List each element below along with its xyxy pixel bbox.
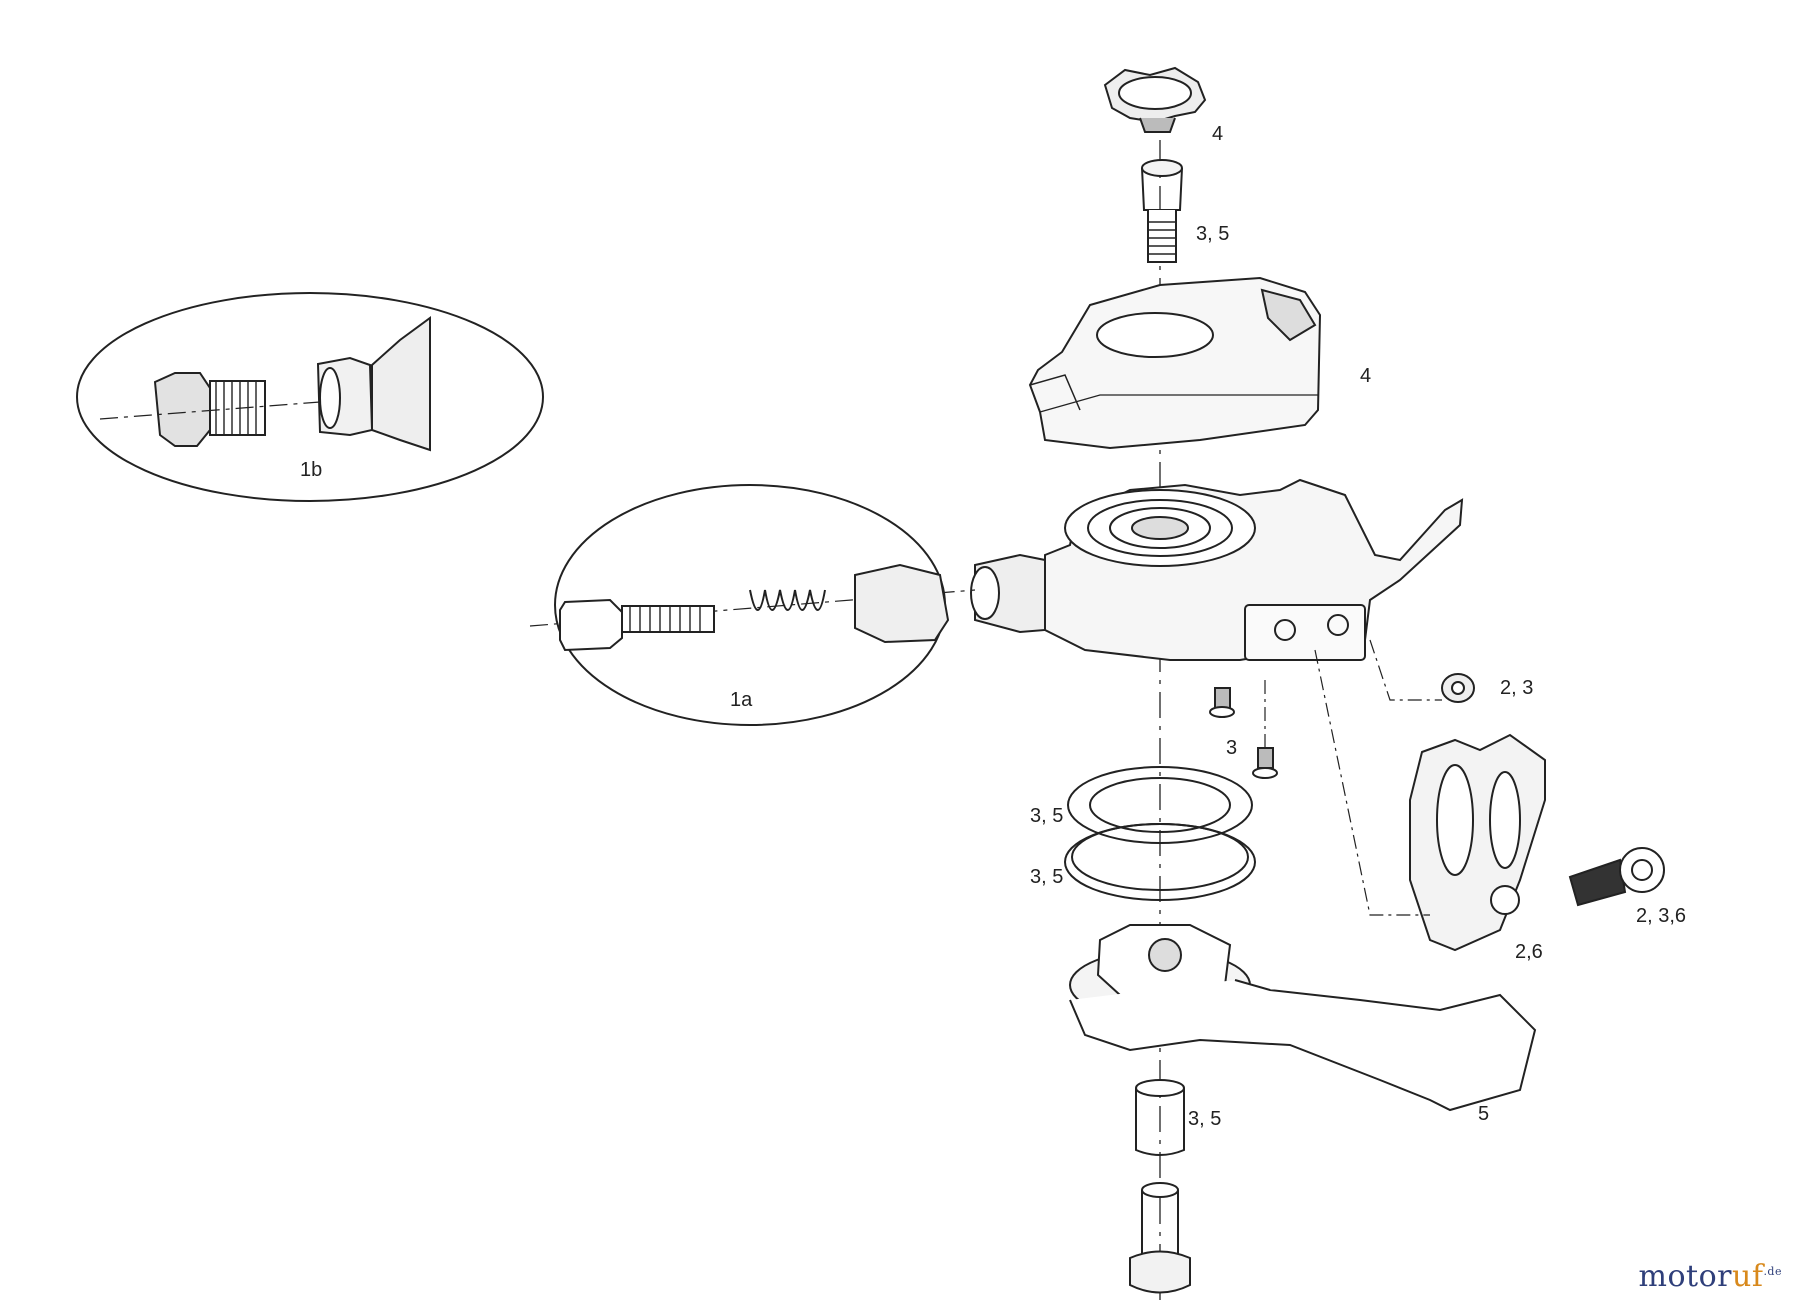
callout-knob: 4 [1212, 123, 1223, 145]
watermark-suffix: .de [1763, 1265, 1782, 1278]
callout-washer-upper: 3, 5 [1030, 805, 1063, 827]
small-nut [1441, 673, 1475, 703]
small-screw-b [1252, 747, 1278, 779]
shift-lever [1069, 924, 1537, 1112]
callout-nut: 2, 3 [1500, 677, 1533, 699]
callout-lever: 5 [1478, 1103, 1489, 1125]
callout-screws: 3 [1226, 737, 1237, 759]
bottom-bolt [1129, 1182, 1191, 1294]
top-cover [1028, 276, 1322, 450]
callout-detail-1b: 1b [300, 459, 322, 481]
small-screw-a [1209, 687, 1235, 718]
detail-1b-bubble [76, 292, 544, 502]
callout-washer-lower: 3, 5 [1030, 866, 1063, 888]
callout-clamp: 2,6 [1515, 941, 1543, 963]
callout-clamp-bolt: 2, 3,6 [1636, 905, 1686, 927]
adjuster-knob [1103, 66, 1207, 133]
handlebar-clamp [1409, 733, 1546, 952]
washer-lower [1064, 823, 1256, 901]
washer-upper [1067, 766, 1253, 844]
clamp-bolt [1568, 847, 1665, 907]
shifter-body [970, 478, 1464, 661]
callout-top-bolt: 3, 5 [1196, 223, 1229, 245]
top-bolt [1141, 159, 1183, 263]
callout-cover: 4 [1360, 365, 1371, 387]
watermark-text: motoruf [1638, 1259, 1764, 1294]
spacer-sleeve [1135, 1079, 1185, 1156]
detail-1a-bubble [529, 484, 976, 726]
callout-detail-1a: 1a [730, 689, 753, 711]
watermark-logo: motoruf.de [1639, 1259, 1782, 1294]
callout-spacer: 3, 5 [1188, 1108, 1221, 1130]
